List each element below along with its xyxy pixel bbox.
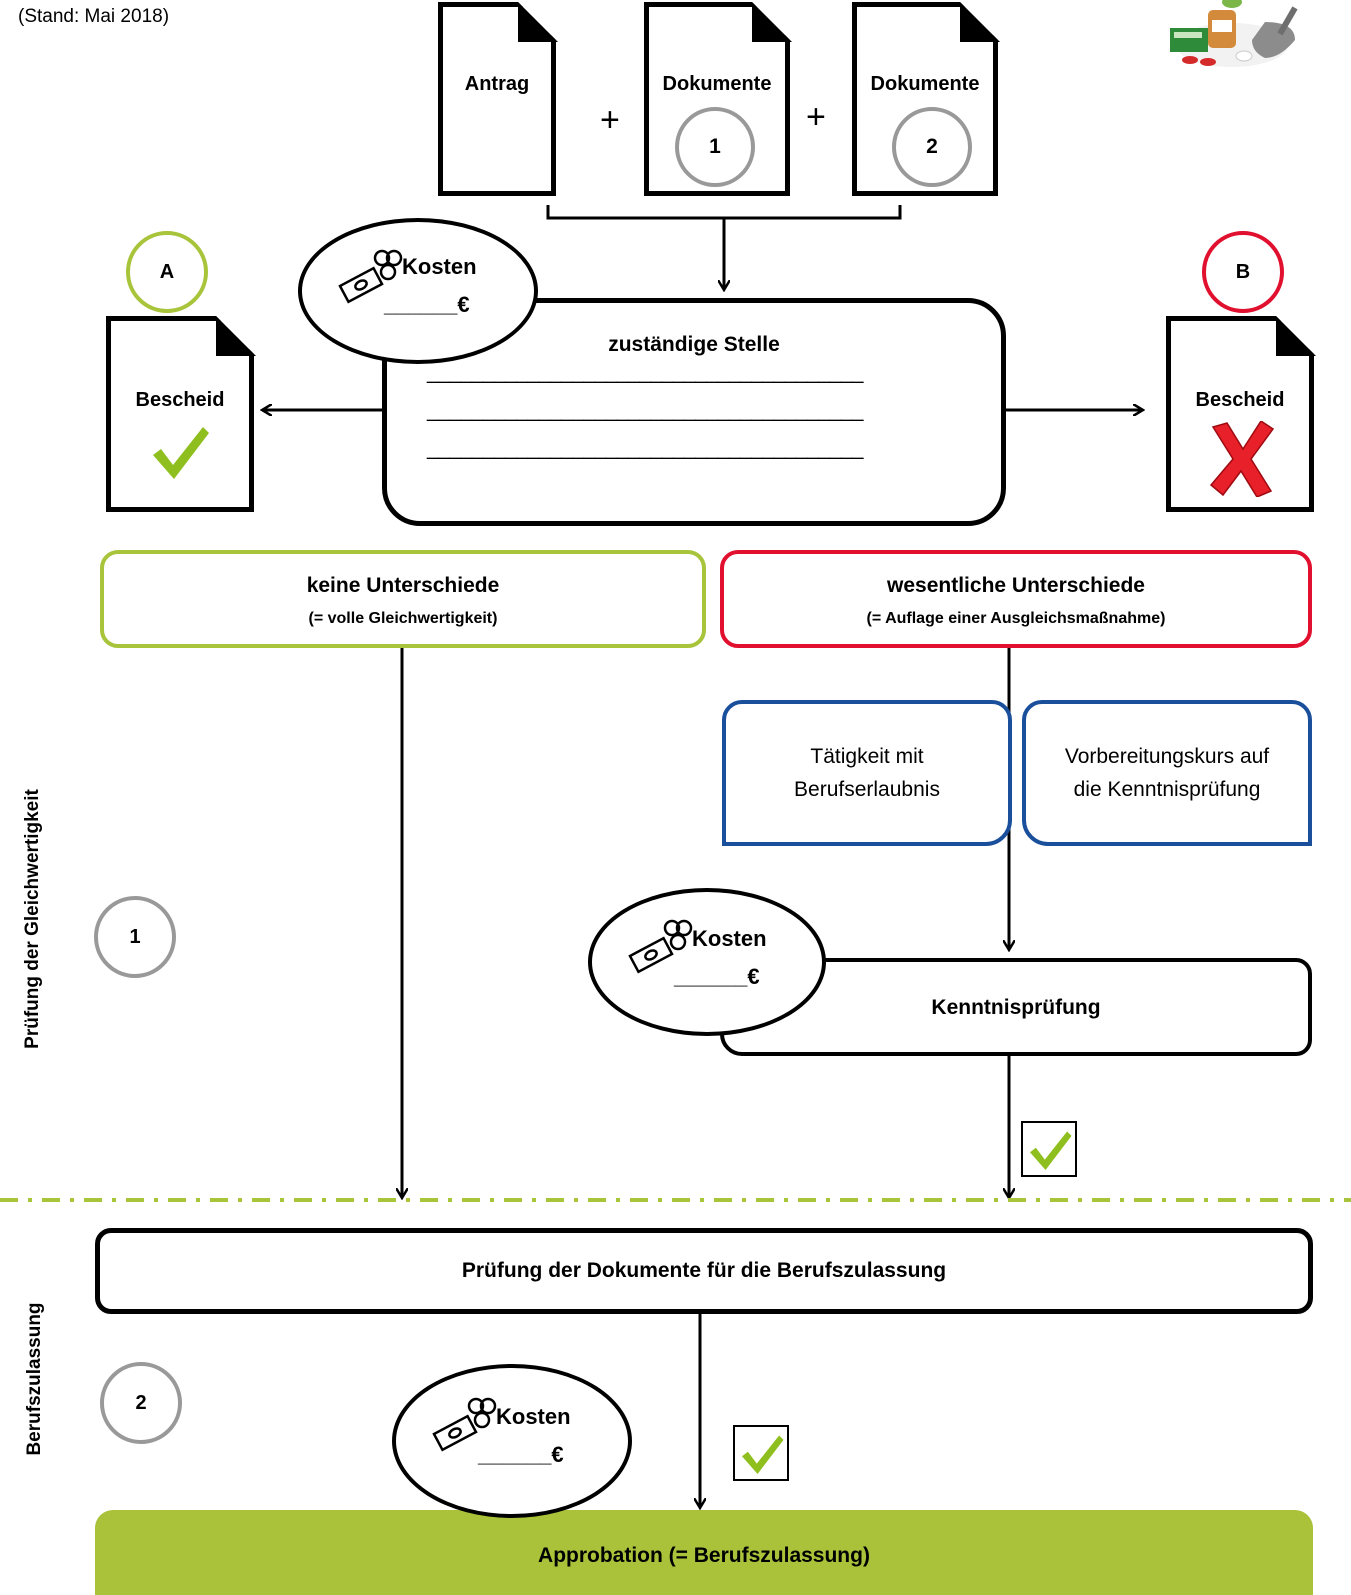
stand-date: (Stand: Mai 2018) [18, 6, 170, 27]
document-check-label: Prüfung der Dokumente für die Berufszula… [461, 1259, 947, 1282]
document-check-box: Prüfung der Dokumente für die Berufszula… [95, 1228, 1313, 1314]
cost-ellipse-bottom: Kosten ______€ [392, 1364, 632, 1518]
antrag-label: Antrag [464, 73, 530, 95]
bescheid-positive-fold [216, 316, 256, 356]
approbation-box: Approbation (= Berufszulassung) [95, 1510, 1313, 1595]
plus-sign-2: + [806, 98, 826, 136]
cost-label-middle: Kosten [692, 926, 767, 951]
document-antrag: Antrag [438, 2, 556, 196]
checkmark-icon [741, 1435, 784, 1475]
dokumente-1-fold [752, 2, 792, 42]
cross-icon [1209, 421, 1275, 497]
bescheid-negative-fold [1276, 316, 1316, 356]
prep-course-box: Vorbereitungskurs auf die Kenntnisprüfun… [1022, 700, 1312, 846]
major-differences-box: wesentliche Unterschiede (= Auflage eine… [720, 550, 1312, 648]
authority-line-1: _______________________________________ [427, 361, 864, 384]
cost-ellipse-middle: Kosten ______€ [588, 888, 826, 1036]
prep-course-text: Vorbereitungskurs auf die Kenntnisprüfun… [1064, 745, 1270, 801]
checkmark-icon [1029, 1131, 1072, 1171]
outcome-a-circle: A [126, 231, 208, 313]
bescheid-negative-document: Bescheid [1166, 316, 1314, 512]
bescheid-negative-label: Bescheid [1195, 389, 1285, 411]
money-icon [628, 919, 693, 974]
plus-sign-1: + [600, 101, 620, 139]
authority-line-2: _______________________________________ [427, 399, 864, 422]
authority-title: zuständige Stelle [608, 333, 780, 356]
antrag-fold [518, 2, 558, 42]
cost-label-bottom: Kosten [496, 1404, 571, 1429]
major-differences-title: wesentliche Unterschiede [887, 574, 1145, 597]
cost-blank-middle: ______€ [674, 964, 760, 989]
bescheid-positive-label: Bescheid [135, 389, 225, 411]
outcome-b-circle: B [1202, 231, 1284, 313]
work-permit-box: Tätigkeit mit Berufserlaubnis [722, 700, 1012, 846]
work-permit-text: Tätigkeit mit Berufserlaubnis [794, 745, 940, 801]
dokumente-2-label: Dokumente [870, 73, 980, 95]
checkbox-approbation [733, 1425, 789, 1481]
money-icon [432, 1397, 497, 1452]
side-label-equivalence: Prüfung der Gleichwertigkeit [22, 789, 43, 1049]
cost-ellipse-top: Kosten ______€ [298, 218, 538, 364]
side-label-admission: Berufszulassung [24, 1302, 45, 1456]
document-number-1: 1 [675, 107, 755, 187]
dokumente-1-label: Dokumente [662, 73, 772, 95]
major-differences-subtitle: (= Auflage einer Ausgleichsmaßnahme) [866, 610, 1166, 627]
pharmacy-logo [1170, 0, 1298, 67]
dokumente-2-fold [960, 2, 1000, 42]
cost-blank-top: ______€ [384, 292, 470, 317]
money-icon [338, 249, 403, 304]
section-2-circle: 2 [100, 1362, 182, 1444]
cost-label-top: Kosten [402, 254, 477, 279]
kenntnispruefung-label: Kenntnisprüfung [931, 996, 1101, 1019]
section-1-circle: 1 [94, 896, 176, 978]
no-differences-title: keine Unterschiede [306, 574, 500, 597]
checkmark-icon [149, 421, 211, 483]
approbation-label: Approbation (= Berufszulassung) [538, 1544, 870, 1567]
document-number-2: 2 [892, 107, 972, 187]
no-differences-subtitle: (= volle Gleichwertigkeit) [308, 610, 498, 627]
checkbox-kenntnispruefung [1021, 1121, 1077, 1177]
authority-line-3: _______________________________________ [427, 437, 864, 460]
no-differences-box: keine Unterschiede (= volle Gleichwertig… [100, 550, 706, 648]
cost-blank-bottom: ______€ [478, 1442, 564, 1467]
